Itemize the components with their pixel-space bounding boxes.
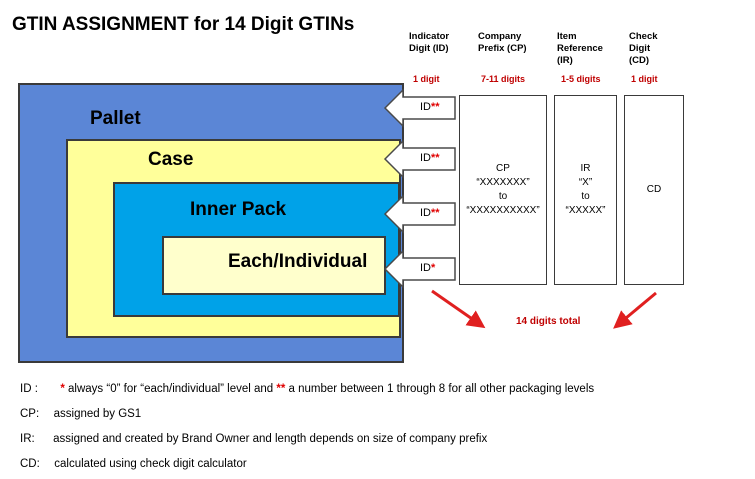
id-label-case: ID** [420, 152, 440, 164]
legend-value: * always “0” for “each/individual” level… [60, 383, 595, 395]
ir-cell: IR “X” to “XXXXX” [554, 95, 617, 285]
id-arrow-inner [383, 194, 456, 234]
star-marker: * [431, 262, 436, 274]
legend-key: CP: [20, 408, 40, 420]
star-marker: ** [431, 152, 440, 164]
id-arrow-case [383, 139, 456, 179]
digits-cd: 1 digit [631, 74, 658, 84]
pallet-label: Pallet [90, 108, 141, 129]
legend-key: ID : [20, 383, 38, 395]
legend-id: ID : * always “0” for “each/individual” … [20, 379, 594, 397]
total-arrows [431, 289, 657, 329]
each-box [162, 236, 386, 295]
legend-cp: CP: assigned by GS1 [20, 404, 141, 422]
column-header-id: Indicator Digit (ID) [409, 31, 450, 54]
digits-id: 1 digit [413, 74, 440, 84]
legend-value: assigned by GS1 [53, 408, 142, 420]
digits-cp: 7-11 digits [481, 74, 526, 84]
legend-ir: IR: assigned and created by Brand Owner … [20, 429, 487, 447]
legend-value: calculated using check digit calculator [54, 458, 247, 470]
star-marker: ** [431, 101, 440, 113]
legend-cd: CD: calculated using check digit calcula… [20, 454, 247, 472]
id-label-pallet: ID** [420, 101, 440, 113]
id-arrow-each [383, 249, 456, 289]
id-label-inner: ID** [420, 207, 440, 219]
id-arrows [383, 88, 456, 289]
star-marker: ** [431, 207, 440, 219]
legend-key: IR: [20, 433, 35, 445]
digits-ir: 1-5 digits [561, 74, 601, 84]
legend-value: assigned and created by Brand Owner and … [53, 433, 488, 445]
id-label-each: ID* [420, 262, 436, 274]
column-header-cp: Company Prefix (CP) [478, 31, 527, 54]
column-header-cd: Check Digit (CD) [629, 31, 658, 66]
page-title: GTIN ASSIGNMENT for 14 Digit GTINs [12, 14, 355, 35]
each-label: Each/Individual [228, 251, 368, 272]
case-label: Case [148, 149, 194, 170]
cp-cell: CP “XXXXXXX” to “XXXXXXXXXX” [459, 95, 547, 285]
cd-cell: CD [624, 95, 684, 285]
column-header-ir: Item Reference (IR) [557, 31, 603, 66]
total-arrow-left [431, 289, 486, 329]
total-label: 14 digits total [516, 316, 581, 327]
legend-key: CD: [20, 458, 40, 470]
total-arrow-right [613, 291, 657, 329]
inner-pack-label: Inner Pack [190, 199, 287, 220]
id-arrow-pallet [383, 88, 456, 128]
